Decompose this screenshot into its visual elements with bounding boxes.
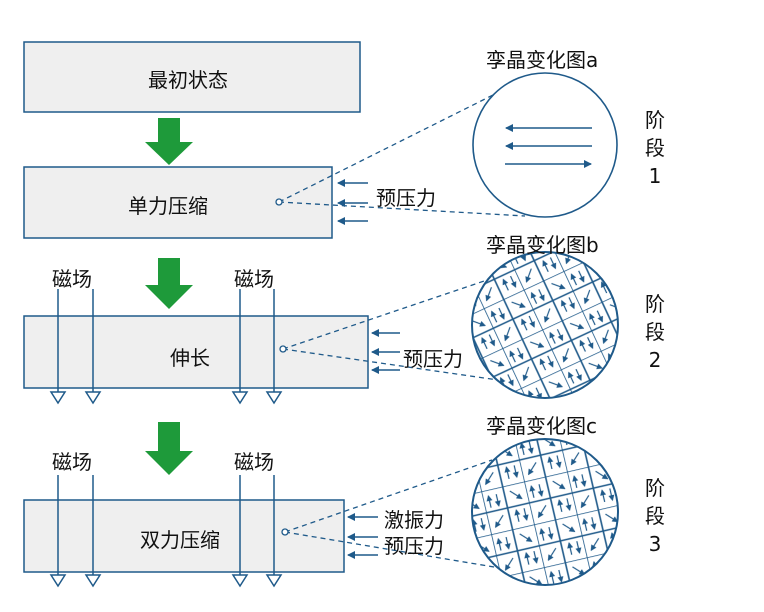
stage-1-char2: 段 bbox=[645, 136, 665, 160]
stage-label-3: 阶 段 3 bbox=[642, 474, 668, 558]
stage-2-char1: 阶 bbox=[645, 292, 665, 316]
stage-label-1: 阶 段 1 bbox=[642, 106, 668, 190]
force-arrows-stage2 bbox=[371, 329, 400, 374]
field-label-4: 磁场 bbox=[234, 450, 274, 474]
stage-3-char1: 阶 bbox=[645, 476, 665, 500]
stage-label-2: 阶 段 2 bbox=[642, 290, 668, 374]
zoom-lines-b bbox=[282, 278, 499, 381]
crystal-circle-b bbox=[471, 251, 619, 399]
stage-1-char1: 阶 bbox=[645, 108, 665, 132]
field-label-2: 磁场 bbox=[234, 267, 274, 291]
stage-3-num: 3 bbox=[648, 532, 662, 556]
stage-2-num: 2 bbox=[648, 348, 662, 372]
field-lines-stage2 bbox=[49, 289, 283, 405]
box-elongation bbox=[23, 315, 369, 389]
green-down-arrow-3 bbox=[145, 422, 193, 475]
box-label-elongation: 伸长 bbox=[170, 346, 210, 370]
box-initial-state bbox=[23, 41, 361, 113]
force-arrows-stage1 bbox=[337, 179, 368, 225]
stage-1-num: 1 bbox=[648, 164, 662, 188]
preload-label-2: 预压力 bbox=[403, 347, 463, 371]
zoom-lines-a bbox=[278, 89, 526, 217]
box-label-initial: 最初状态 bbox=[148, 68, 228, 92]
box-label-single-compression: 单力压缩 bbox=[128, 194, 208, 218]
field-label-1: 磁场 bbox=[52, 267, 92, 291]
crystal-title-b: 孪晶变化图b bbox=[486, 233, 599, 257]
preload-label-3: 预压力 bbox=[384, 534, 444, 558]
zoom-point-a bbox=[275, 198, 283, 206]
green-down-arrow-1 bbox=[145, 118, 193, 165]
force-arrows-stage3 bbox=[347, 513, 378, 559]
field-label-3: 磁场 bbox=[52, 450, 92, 474]
stage-2-char2: 段 bbox=[645, 320, 665, 344]
zoom-point-c bbox=[281, 528, 289, 536]
box-label-double-compression: 双力压缩 bbox=[140, 528, 220, 552]
stage-3-char2: 段 bbox=[645, 504, 665, 528]
excite-label: 激振力 bbox=[384, 508, 444, 532]
zoom-lines-c bbox=[284, 459, 501, 569]
green-down-arrow-2 bbox=[145, 258, 193, 309]
crystal-title-c: 孪晶变化图c bbox=[486, 414, 597, 438]
box-double-compression bbox=[23, 499, 345, 573]
zoom-point-b bbox=[279, 345, 287, 353]
crystal-circle-a bbox=[472, 72, 618, 218]
preload-label-1: 预压力 bbox=[376, 186, 436, 210]
field-lines-stage3 bbox=[49, 475, 283, 588]
crystal-title-a: 孪晶变化图a bbox=[486, 48, 599, 72]
crystal-circle-c bbox=[458, 425, 632, 599]
